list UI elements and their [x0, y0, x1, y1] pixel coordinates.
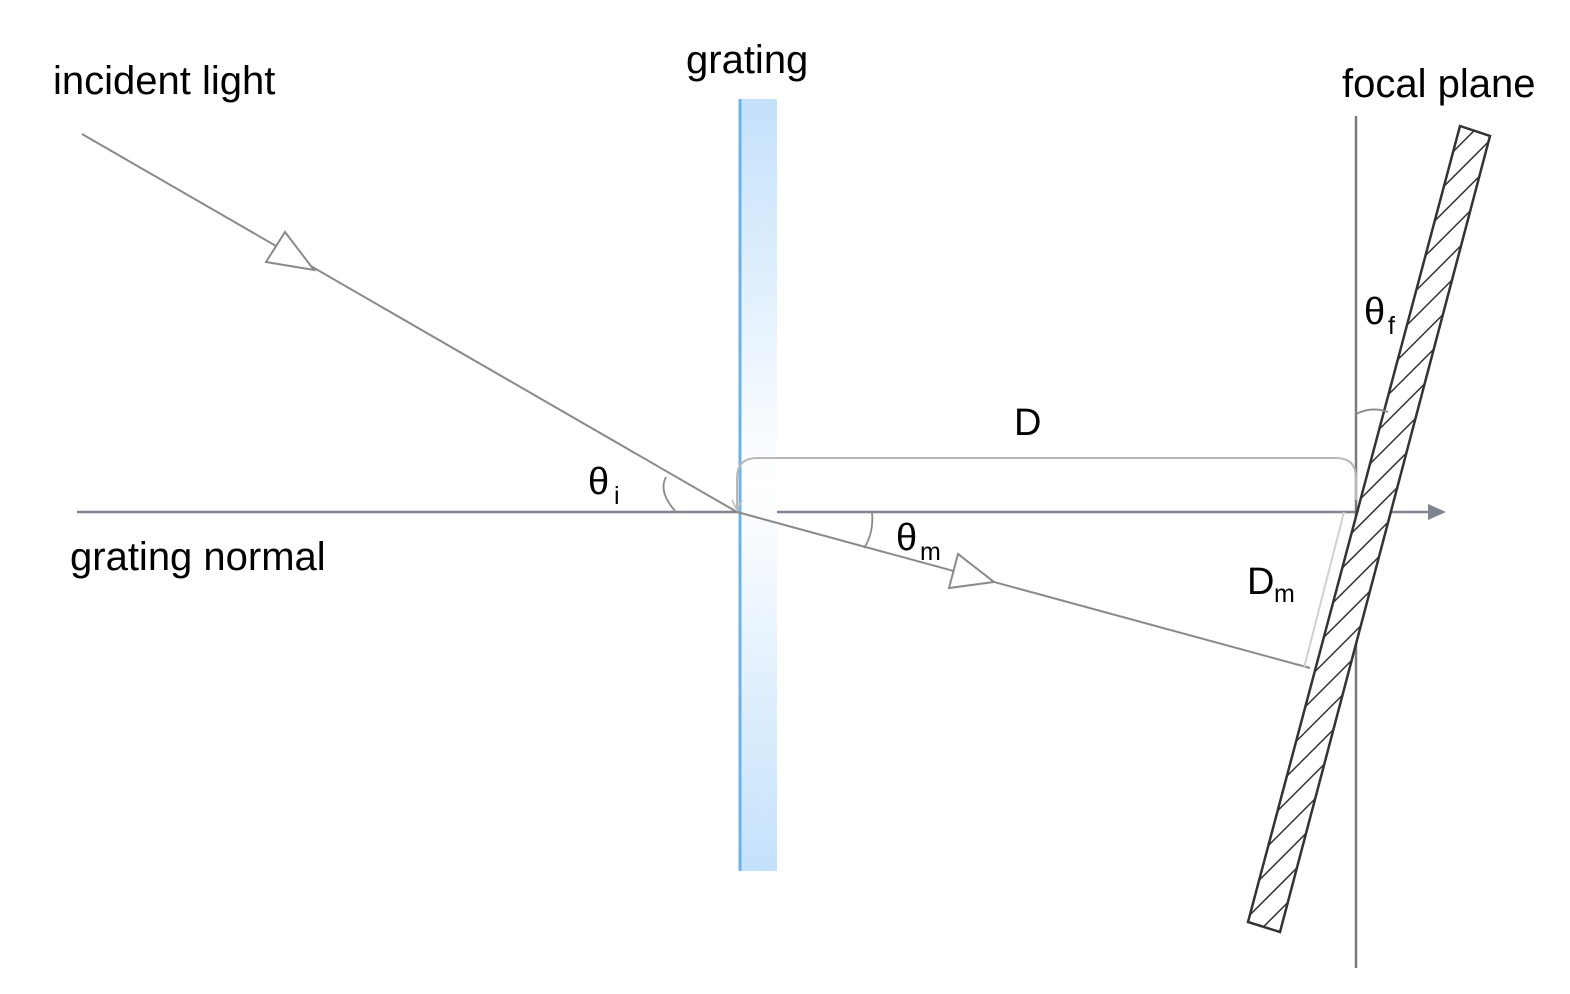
- grating-plate: [739, 99, 777, 871]
- diffracted-ray-arrow: [947, 552, 997, 590]
- diffracted-ray: [736, 511, 1311, 669]
- theta-f-arc: [1355, 408, 1389, 415]
- theta-f-label: θ f: [1364, 291, 1395, 340]
- theta-f-subscript: f: [1388, 312, 1395, 340]
- distance-dm-line: [1303, 511, 1345, 669]
- theta-i-arc: [662, 476, 677, 513]
- theta-m-label: θ m: [896, 517, 941, 566]
- dm-symbol: D: [1247, 561, 1274, 603]
- distance-d-bracket: [736, 457, 1357, 508]
- theta-m-arc: [863, 511, 874, 549]
- distance-d-label: D: [1014, 402, 1041, 444]
- incident-ray: [81, 133, 738, 513]
- incident-ray-arrow: [264, 230, 317, 272]
- theta-i-symbol: θ: [588, 461, 609, 503]
- grating-label: grating: [686, 38, 808, 82]
- dm-label: D m: [1247, 561, 1295, 608]
- theta-m-symbol: θ: [896, 517, 917, 559]
- distance-d-left-arrowhead: [731, 499, 743, 512]
- theta-i-subscript: i: [614, 482, 620, 510]
- theta-f-symbol: θ: [1364, 291, 1385, 333]
- focal-plane-label: focal plane: [1342, 62, 1535, 106]
- tilted-detector: [1246, 124, 1492, 934]
- theta-i-label: θ i: [588, 461, 620, 510]
- dm-subscript: m: [1274, 580, 1295, 608]
- theta-m-subscript: m: [920, 538, 941, 566]
- grating-normal-label: grating normal: [70, 535, 326, 579]
- normal-axis-arrowhead: [1428, 504, 1446, 520]
- incident-light-label: incident light: [53, 59, 275, 103]
